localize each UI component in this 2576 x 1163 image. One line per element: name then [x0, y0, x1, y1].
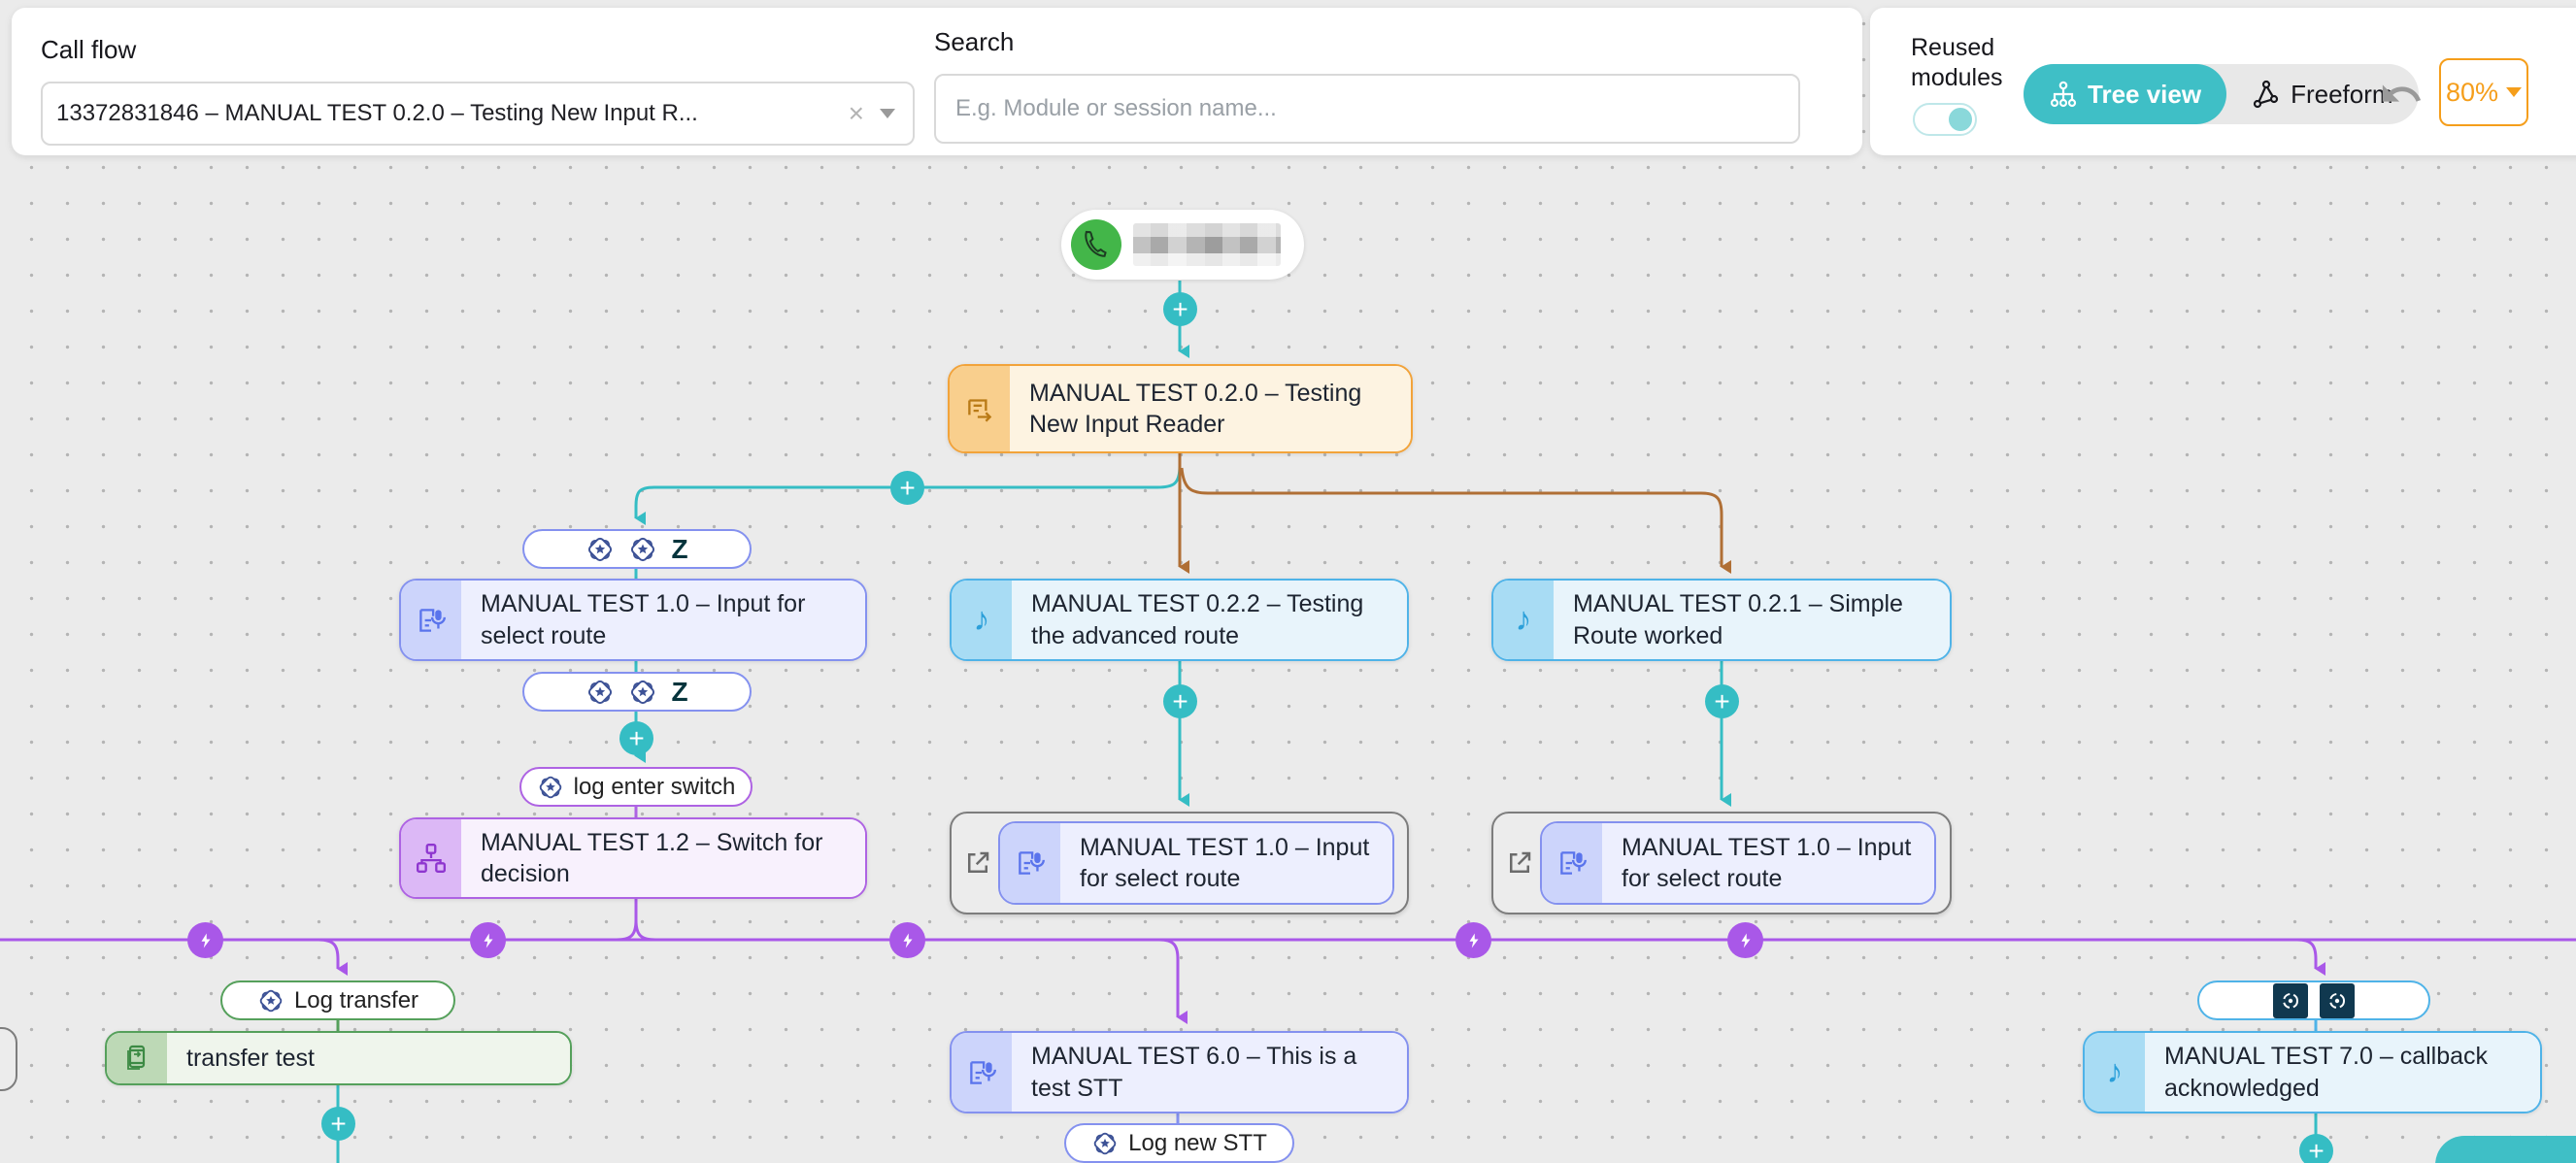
chevron-down-icon[interactable] [880, 109, 895, 118]
undo-icon[interactable] [2379, 72, 2424, 116]
add-node-button[interactable]: + [1163, 684, 1197, 718]
audio-note-icon: ♪ [952, 581, 1012, 659]
clear-selection-icon[interactable]: × [848, 98, 864, 128]
pill-label: log enter switch [573, 773, 736, 800]
integrations-pill-1[interactable]: Z [522, 529, 752, 569]
tree-view-icon [2050, 81, 2077, 108]
add-node-button[interactable]: + [619, 721, 653, 755]
node-title: MANUAL TEST 1.2 – Switch for decision [461, 819, 865, 897]
audio-note-icon: ♪ [1493, 581, 1554, 659]
phone-icon [1071, 219, 1121, 270]
tab-label: Tree view [2088, 79, 2202, 109]
node-start-module[interactable]: MANUAL TEST 0.2.0 – Testing New Input Re… [948, 364, 1413, 453]
search-input[interactable] [934, 74, 1800, 144]
node-title: transfer test [167, 1033, 570, 1083]
reused-modules-toggle[interactable] [1913, 103, 1977, 136]
node-input-select-route-reused[interactable]: MANUAL TEST 1.0 – Input for select route [1540, 821, 1936, 905]
rail-action-bolt-icon[interactable] [1727, 922, 1763, 958]
node-title: MANUAL TEST 0.2.0 – Testing New Input Re… [1010, 366, 1411, 451]
input-reader-icon [950, 366, 1010, 451]
tab-freeform[interactable]: Freeform [2226, 64, 2418, 124]
pill-label: Log transfer [293, 986, 419, 1013]
search-label: Search [934, 27, 1015, 56]
reused-modules-label: Reused modules [1911, 34, 2003, 91]
toggle-knob [1949, 108, 1972, 131]
pill-log-transfer[interactable]: Log transfer [220, 980, 455, 1020]
node-title: MANUAL TEST 7.0 – callback acknowledged [2145, 1033, 2540, 1112]
rail-action-bolt-icon[interactable] [1455, 922, 1491, 958]
call-flow-label: Call flow [41, 35, 137, 64]
node-callback-acknowledged[interactable]: ♪ MANUAL TEST 7.0 – callback acknowledge… [2083, 1031, 2542, 1113]
redacted-phone-number [1133, 223, 1281, 266]
node-advanced-route[interactable]: ♪ MANUAL TEST 0.2.2 – Testing the advanc… [950, 579, 1409, 661]
rail-action-bolt-icon[interactable] [889, 922, 925, 958]
header-right-card: Reused modules Tree view Freeform [1870, 8, 2576, 155]
reused-module-container[interactable]: MANUAL TEST 1.0 – Input for select route [1491, 812, 1952, 914]
switch-icon [401, 819, 461, 897]
add-node-button[interactable]: + [1163, 292, 1197, 326]
node-title: MANUAL TEST 0.2.1 – Simple Route worked [1554, 581, 1950, 659]
zoom-level-dropdown[interactable]: 80% [2439, 58, 2528, 126]
tab-tree-view[interactable]: Tree view [2024, 64, 2227, 124]
node-title: MANUAL TEST 1.0 – Input for select route [1602, 823, 1934, 903]
speech-input-icon [401, 581, 461, 659]
node-switch-decision[interactable]: MANUAL TEST 1.2 – Switch for decision [399, 817, 867, 899]
offscreen-teal-node [2435, 1136, 2576, 1163]
zendesk-logo: Z [671, 676, 688, 707]
node-title: MANUAL TEST 6.0 – This is a test STT [1012, 1033, 1407, 1112]
node-transfer-test[interactable]: transfer test [105, 1031, 572, 1085]
badge-star-icon [259, 989, 283, 1012]
observer-logo [2273, 982, 2308, 1018]
node-title: MANUAL TEST 1.0 – Input for select route [1060, 823, 1392, 903]
speech-input-icon [1542, 823, 1602, 903]
add-node-button[interactable]: + [2299, 1134, 2333, 1163]
badge-star-icon [631, 680, 655, 704]
entry-point-node[interactable] [1061, 210, 1304, 280]
call-flow-selected-value: 13372831846 – MANUAL TEST 0.2.0 – Testin… [56, 100, 698, 126]
pill-log-enter-switch[interactable]: log enter switch [519, 767, 753, 807]
audio-note-icon: ♪ [2085, 1033, 2145, 1112]
call-flow-select[interactable]: 13372831846 – MANUAL TEST 0.2.0 – Testin… [41, 82, 915, 146]
node-input-select-route[interactable]: MANUAL TEST 1.0 – Input for select route [399, 579, 867, 661]
pill-observers[interactable] [2197, 980, 2430, 1020]
node-title: MANUAL TEST 0.2.2 – Testing the advanced… [1012, 581, 1407, 659]
pill-label: Log new STT [1128, 1129, 1267, 1156]
header-left-card: Call flow 13372831846 – MANUAL TEST 0.2.… [12, 8, 1862, 155]
speech-input-icon [952, 1033, 1012, 1112]
offscreen-reused-module [0, 1027, 17, 1091]
badge-star-icon [1093, 1132, 1117, 1154]
add-node-button[interactable]: + [890, 471, 924, 505]
badge-star-icon [588, 680, 613, 704]
freeform-icon [2253, 80, 2279, 109]
add-node-button[interactable]: + [321, 1107, 355, 1141]
call-transfer-icon [107, 1033, 167, 1083]
integrations-pill-2[interactable]: Z [522, 672, 752, 712]
speech-input-icon [1000, 823, 1060, 903]
layout-mode-switcher: Tree view Freeform [2024, 64, 2419, 124]
zoom-level-value: 80% [2445, 77, 2499, 107]
node-test-stt[interactable]: MANUAL TEST 6.0 – This is a test STT [950, 1031, 1409, 1113]
badge-star-icon [588, 537, 613, 561]
reused-module-container[interactable]: MANUAL TEST 1.0 – Input for select route [950, 812, 1409, 914]
add-node-button[interactable]: + [1705, 684, 1739, 718]
rail-action-bolt-icon[interactable] [187, 922, 223, 958]
rail-action-bolt-icon[interactable] [470, 922, 506, 958]
badge-star-icon [539, 776, 561, 798]
observer-logo [2320, 982, 2355, 1018]
node-input-select-route-reused[interactable]: MANUAL TEST 1.0 – Input for select route [998, 821, 1394, 905]
tab-label: Freeform [2291, 79, 2393, 109]
zendesk-logo: Z [671, 533, 688, 564]
chevron-down-icon [2506, 87, 2523, 97]
external-link-icon[interactable] [963, 848, 992, 878]
pill-log-new-stt[interactable]: Log new STT [1064, 1123, 1294, 1163]
external-link-icon[interactable] [1505, 848, 1534, 878]
node-simple-route[interactable]: ♪ MANUAL TEST 0.2.1 – Simple Route worke… [1491, 579, 1952, 661]
node-title: MANUAL TEST 1.0 – Input for select route [461, 581, 865, 659]
badge-star-icon [631, 537, 655, 561]
